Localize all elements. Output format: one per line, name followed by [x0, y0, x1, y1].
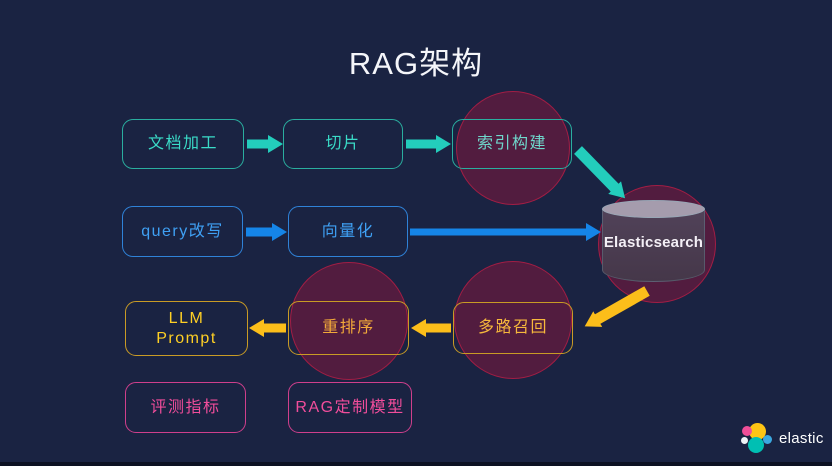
- node-rerank: 重排序: [288, 301, 409, 355]
- logo-circle-blue: [763, 435, 772, 444]
- llm-line2: Prompt: [156, 329, 217, 347]
- highlight-circle-recall: [454, 261, 572, 379]
- bottom-edge-bar: [0, 462, 832, 466]
- node-vectorize: 向量化: [288, 206, 408, 257]
- logo-circle-teal: [748, 437, 764, 453]
- node-index-building-label: 索引构建: [476, 135, 547, 152]
- elasticsearch-label: Elasticsearch: [603, 234, 704, 251]
- highlight-circle-rerank: [290, 262, 408, 380]
- node-vectorize-label: 向量化: [321, 222, 375, 240]
- llm-line1: LLM: [168, 309, 205, 327]
- elastic-logo-text: elastic: [779, 430, 824, 447]
- logo-circle-white: [741, 437, 748, 444]
- node-doc-processing-label: 文档加工: [147, 135, 218, 152]
- node-chunking-label: 切片: [325, 135, 361, 152]
- node-multi-recall: 多路召回: [453, 302, 573, 354]
- node-eval-metrics-label: 评测指标: [150, 398, 221, 416]
- node-llm-prompt: LLM Prompt: [125, 301, 248, 356]
- cylinder-top-ellipse: [602, 200, 705, 218]
- elasticsearch-database-cylinder: Elasticsearch: [602, 200, 705, 288]
- node-rag-custom-model-label: RAG定制模型: [295, 398, 405, 416]
- node-chunking: 切片: [283, 119, 403, 169]
- page-title: RAG架构: [348, 46, 484, 81]
- cylinder-body: [602, 209, 705, 282]
- logo-circle-yellow: [749, 423, 766, 440]
- logo-circle-pink: [742, 426, 752, 436]
- node-rag-custom-model: RAG定制模型: [288, 382, 412, 433]
- node-multi-recall-label: 多路召回: [477, 319, 548, 336]
- node-index-building: 索引构建: [452, 119, 572, 169]
- highlight-circle-index: [456, 91, 570, 205]
- node-doc-processing: 文档加工: [122, 119, 244, 169]
- node-query-rewrite-label: query改写: [141, 222, 224, 240]
- elastic-logo: elastic: [740, 422, 824, 455]
- arrow-index-to-elasticsearch: [574, 146, 626, 199]
- node-query-rewrite: query改写: [122, 206, 243, 257]
- node-rerank-label: 重排序: [322, 319, 375, 336]
- elastic-logo-icon: [740, 422, 773, 455]
- node-eval-metrics: 评测指标: [125, 382, 246, 433]
- node-llm-prompt-label: LLM Prompt: [156, 309, 217, 349]
